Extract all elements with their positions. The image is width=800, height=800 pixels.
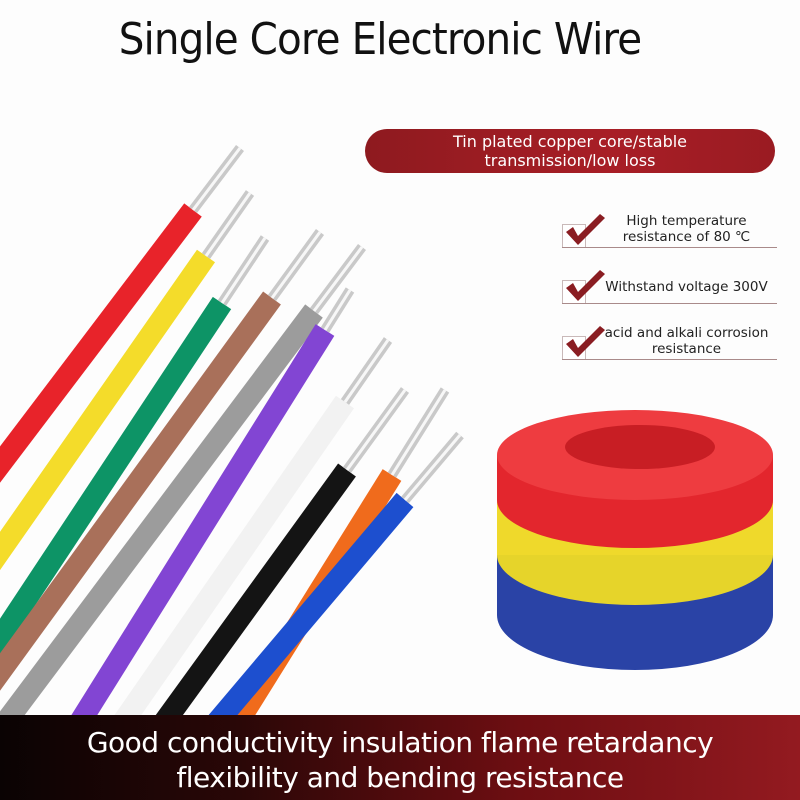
page-title: Single Core Electronic Wire: [118, 14, 642, 65]
wire-jacket: [111, 395, 355, 720]
wire-jacket: [0, 203, 202, 483]
wire-jacket: [68, 324, 335, 720]
wire-jacket: [0, 249, 216, 571]
checkmark-icon: [566, 270, 605, 301]
wire-jacket: [204, 492, 414, 720]
footer-banner: Good conductivity insulation flame retar…: [0, 715, 800, 800]
underline-divider: [562, 246, 777, 248]
feature-text-line1: High temperature: [626, 213, 747, 229]
wire-jacket: [152, 463, 356, 720]
banner-line-2: transmission/low loss: [484, 151, 656, 170]
feature-item-voltage: Withstand voltage 300V: [562, 268, 777, 304]
wire-samples-illustration: [0, 144, 464, 720]
underline-divider: [562, 302, 777, 304]
footer-line-1: Good conductivity insulation flame retar…: [86, 726, 714, 759]
wire-spools-illustration: [497, 410, 773, 670]
footer-line-2: flexibility and bending resistance: [176, 761, 624, 794]
feature-text-line1: acid and alkali corrosion: [604, 325, 769, 341]
feature-text-line2: resistance: [651, 341, 722, 357]
wire-jacket: [0, 296, 232, 659]
underline-divider: [562, 358, 777, 360]
wire-jacket: [0, 291, 281, 691]
feature-banner: Tin plated copper core/stable transmissi…: [365, 129, 775, 173]
checkmark-icon: [566, 214, 605, 245]
checkmark-icon: [566, 326, 605, 357]
wire-jacket: [0, 304, 323, 720]
feature-text-line1: Withstand voltage 300V: [605, 279, 768, 295]
feature-text-line2: resistance of 80 ℃: [622, 229, 751, 245]
banner-line-1: Tin plated copper core/stable: [452, 132, 688, 151]
